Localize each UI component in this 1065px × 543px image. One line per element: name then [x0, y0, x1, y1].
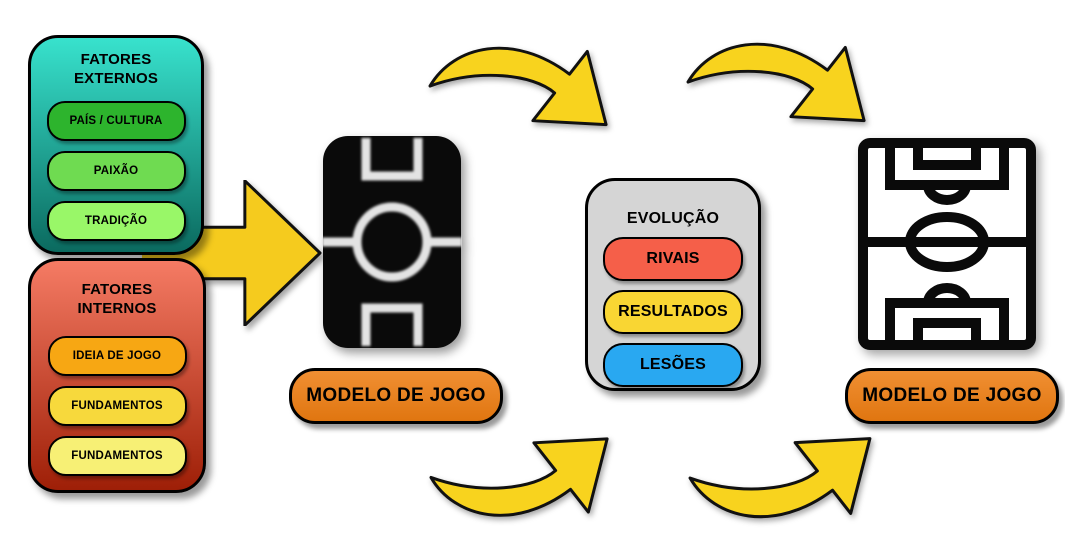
model-de-jogo-label: MODELO DE JOGO: [306, 385, 486, 406]
pill-label: FUNDAMENTOS: [71, 450, 163, 463]
list-item-tradicao: TRADIÇÃO: [46, 201, 186, 242]
curved-arrow-shape: [686, 42, 866, 123]
field-lines: [322, 138, 462, 346]
internal-factors-list: IDEIA DE JOGO FUNDAMENTOS FUNDAMENTOS: [47, 336, 187, 477]
evolution-title: EVOLUÇÃO: [626, 210, 720, 227]
pill-label: PAÍS / CULTURA: [69, 115, 163, 128]
pill-label: FUNDAMENTOS: [71, 400, 163, 413]
list-item-paixao: PAIXÃO: [46, 151, 186, 192]
pill-label: IDEIA DE JOGO: [72, 350, 162, 363]
list-item-ideia-de-jogo: IDEIA DE JOGO: [47, 336, 187, 377]
internal-factors-box: FATORES INTERNOS IDEIA DE JOGO FUNDAMENT…: [28, 258, 206, 493]
list-item-resultados: RESULTADOS: [603, 290, 743, 335]
field-lines: [863, 143, 1031, 345]
internal-factors-title: FATORES INTERNOS: [77, 281, 157, 318]
pill-label: LESÕES: [639, 356, 707, 374]
curved-arrow-shape: [429, 437, 609, 517]
soccer-field-outline-icon: [858, 138, 1036, 350]
block-arrow-shape: [142, 180, 322, 326]
model-de-jogo-button-1: MODELO DE JOGO: [289, 368, 503, 424]
pill-label: RIVAIS: [646, 250, 700, 268]
pill-label: RESULTADOS: [618, 303, 728, 321]
model-de-jogo-label: MODELO DE JOGO: [862, 385, 1042, 406]
evolution-list: RIVAIS RESULTADOS LESÕES: [603, 237, 743, 388]
evolution-box: EVOLUÇÃO RIVAIS RESULTADOS LESÕES: [585, 178, 761, 391]
curved-arrow-top-right-icon: [686, 42, 866, 123]
external-factors-title: FATORES EXTERNOS: [73, 51, 159, 88]
model-de-jogo-button-2: MODELO DE JOGO: [845, 368, 1059, 424]
list-item-fundamentos-2: FUNDAMENTOS: [47, 436, 187, 477]
external-factors-box: FATORES EXTERNOS PAÍS / CULTURA PAIXÃO T…: [28, 35, 204, 255]
curved-arrow-shape: [688, 437, 872, 519]
soccer-field-filled-icon: [322, 136, 462, 348]
pill-label: PAIXÃO: [93, 165, 139, 178]
block-arrow-right-icon: [142, 180, 322, 326]
list-item-fundamentos-1: FUNDAMENTOS: [47, 386, 187, 427]
list-item-rivais: RIVAIS: [603, 237, 743, 282]
curved-arrow-top-left-icon: [428, 46, 608, 127]
curved-arrow-bottom-left-icon: [429, 437, 609, 517]
curved-arrow-shape: [428, 46, 608, 127]
field-ground: [323, 136, 461, 348]
list-item-lesoes: LESÕES: [603, 343, 743, 388]
list-item-pais-cultura: PAÍS / CULTURA: [46, 101, 186, 142]
pill-label: TRADIÇÃO: [84, 215, 148, 228]
external-factors-list: PAÍS / CULTURA PAIXÃO TRADIÇÃO: [46, 101, 186, 242]
curved-arrow-bottom-right-icon: [688, 437, 872, 519]
